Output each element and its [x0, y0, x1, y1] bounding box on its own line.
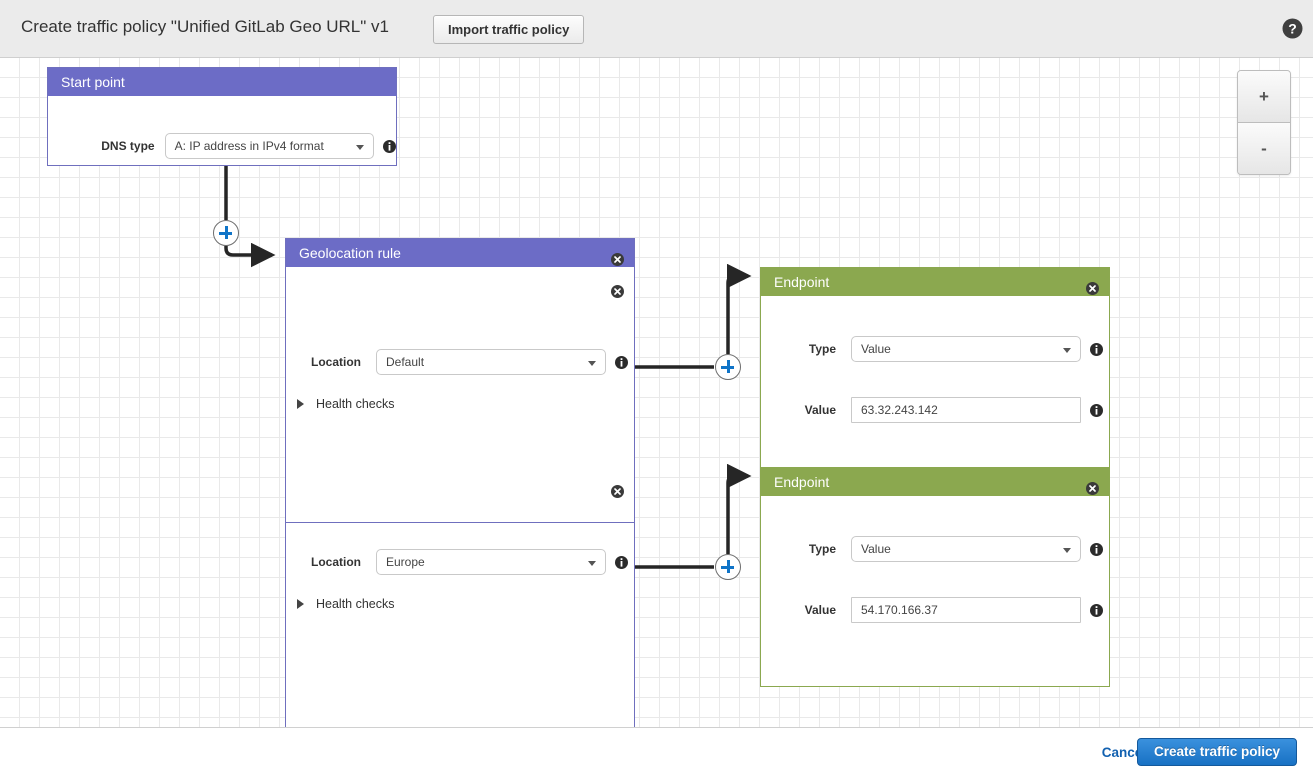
endpoint-2-value-info-icon[interactable] [1090, 603, 1103, 617]
close-icon[interactable] [1086, 476, 1099, 495]
health-checks-disclosure-1[interactable]: Health checks [297, 397, 395, 411]
dns-type-value: A: IP address in IPv4 format [174, 139, 324, 153]
zoom-controls: + - [1237, 70, 1291, 175]
endpoint-1-type-value: Value [861, 342, 891, 356]
endpoint-2-header: Endpoint [761, 468, 1109, 496]
health-checks-label-1: Health checks [316, 397, 395, 411]
location-row-2: Location Europe [286, 549, 634, 575]
start-point-title: Start point [61, 74, 125, 90]
zoom-out-button[interactable]: - [1238, 123, 1290, 174]
close-icon[interactable] [1086, 276, 1099, 295]
dns-type-select[interactable]: A: IP address in IPv4 format [164, 133, 374, 159]
endpoint-2-value-label: Value [804, 603, 836, 617]
geolocation-rule-node[interactable]: Geolocation rule Location [285, 238, 635, 727]
zoom-in-button[interactable]: + [1238, 71, 1290, 123]
geo-section-divider [286, 522, 634, 523]
endpoint-1-value-label: Value [804, 403, 836, 417]
geolocation-rule-title: Geolocation rule [299, 245, 401, 261]
endpoint-node-1[interactable]: Endpoint Type Value [760, 267, 1110, 487]
close-icon[interactable] [611, 247, 624, 266]
dns-type-row: DNS type A: IP address in IPv4 format [48, 133, 396, 159]
location-select-1[interactable]: Default [376, 349, 606, 375]
chevron-down-icon [588, 361, 596, 366]
chevron-down-icon [588, 561, 596, 566]
add-node-before-endpoint-1[interactable] [715, 354, 741, 380]
create-traffic-policy-button[interactable]: Create traffic policy [1136, 738, 1297, 766]
cancel-button[interactable]: Cancel [1101, 745, 1146, 760]
start-point-header: Start point [48, 68, 396, 96]
start-point-node[interactable]: Start point DNS type A: IP address in IP… [47, 67, 397, 166]
location-info-icon-2[interactable] [615, 555, 628, 569]
dns-type-info-icon[interactable] [383, 139, 396, 153]
endpoint-1-header: Endpoint [761, 268, 1109, 296]
add-node-before-endpoint-2[interactable] [715, 554, 741, 580]
geolocation-rule-header: Geolocation rule [286, 239, 634, 267]
endpoint-2-type-info-icon[interactable] [1090, 542, 1103, 556]
endpoint-1-type-select[interactable]: Value [851, 336, 1081, 362]
remove-geo-location-1-icon[interactable] [611, 285, 624, 298]
location-label-1: Location [311, 355, 361, 369]
location-value-1: Default [386, 355, 425, 369]
endpoint-2-value-row: Value 54.170.166.37 [761, 597, 1109, 623]
location-row-1: Location Default [286, 349, 634, 375]
location-info-icon-1[interactable] [615, 355, 628, 369]
health-checks-label-2: Health checks [316, 597, 395, 611]
dns-type-label: DNS type [101, 139, 155, 153]
endpoint-1-type-label: Type [808, 342, 836, 356]
location-label-2: Location [311, 555, 361, 569]
endpoint-2-title: Endpoint [774, 474, 830, 490]
endpoint-1-value-info-icon[interactable] [1090, 403, 1103, 417]
health-checks-disclosure-2[interactable]: Health checks [297, 597, 395, 611]
svg-text:?: ? [1288, 20, 1297, 36]
endpoint-node-2[interactable]: Endpoint Type Value [760, 467, 1110, 687]
endpoint-1-value-input[interactable]: 63.32.243.142 [851, 397, 1081, 423]
chevron-down-icon [1063, 548, 1071, 553]
endpoint-1-type-info-icon[interactable] [1090, 342, 1103, 356]
help-circle-icon[interactable]: ? [1282, 18, 1303, 39]
policy-canvas[interactable]: Start point DNS type A: IP address in IP… [0, 58, 1313, 727]
endpoint-2-type-row: Type Value [761, 536, 1109, 562]
location-value-2: Europe [386, 555, 425, 569]
add-node-after-start-point[interactable] [213, 220, 239, 246]
endpoint-2-type-label: Type [808, 542, 836, 556]
page-title: Create traffic policy "Unified GitLab Ge… [21, 17, 389, 36]
import-traffic-policy-button[interactable]: Import traffic policy [433, 15, 585, 44]
endpoint-2-value-text: 54.170.166.37 [861, 603, 938, 617]
app-header: Create traffic policy "Unified GitLab Ge… [0, 0, 1313, 58]
chevron-right-icon [297, 399, 304, 409]
chevron-right-icon [297, 599, 304, 609]
location-select-2[interactable]: Europe [376, 549, 606, 575]
endpoint-2-type-select[interactable]: Value [851, 536, 1081, 562]
endpoint-1-type-row: Type Value [761, 336, 1109, 362]
endpoint-2-type-value: Value [861, 542, 891, 556]
endpoint-2-value-input[interactable]: 54.170.166.37 [851, 597, 1081, 623]
endpoint-1-title: Endpoint [774, 274, 830, 290]
chevron-down-icon [356, 145, 364, 150]
endpoint-1-value-text: 63.32.243.142 [861, 403, 938, 417]
endpoint-1-value-row: Value 63.32.243.142 [761, 397, 1109, 423]
action-footer: Cancel Create traffic policy [0, 727, 1313, 770]
remove-geo-location-2-icon[interactable] [611, 485, 624, 498]
chevron-down-icon [1063, 348, 1071, 353]
